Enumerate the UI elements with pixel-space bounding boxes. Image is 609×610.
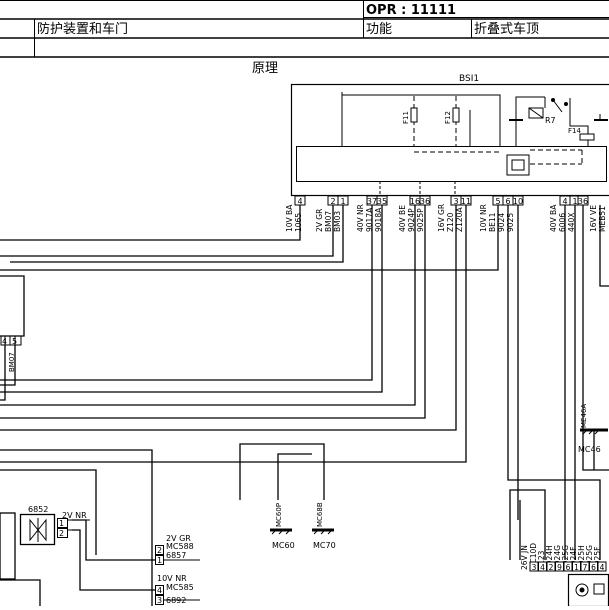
left-connector-wire-label: BM07	[8, 352, 16, 372]
wire-label: Z120	[446, 212, 455, 232]
ground-tag-mc60p: MC60P	[275, 503, 283, 527]
fuse-f14: F14	[568, 127, 581, 135]
component-6852-pin-2: 2	[59, 529, 64, 538]
bsi-pin-label: 3	[453, 197, 458, 206]
wire-label: BM07	[324, 211, 333, 232]
bsi-pin-label: 6	[505, 197, 510, 206]
bottom-right-pin-label: 4	[600, 563, 605, 572]
component-6852-pin-1: 1	[59, 519, 64, 528]
header-function-value: 折叠式车顶	[474, 21, 539, 37]
bsi-pin-label: 35	[377, 197, 387, 206]
ground-mc70	[312, 530, 334, 534]
left-connector-pin-5: 5	[12, 337, 17, 346]
relay-r7: R7	[545, 116, 556, 125]
lower-label-b1: MC585	[166, 583, 194, 592]
wire-bundle	[0, 205, 609, 606]
ground-tag-mc68b: MC68B	[316, 502, 324, 527]
lower-connector-pin-4: 4	[157, 586, 162, 595]
bsi-pin-label: 36	[578, 197, 588, 206]
ground-name-mc46: MC46	[578, 445, 601, 454]
lower-connector-pin-3: 3	[157, 596, 162, 605]
wire-label: 2V GR	[315, 209, 324, 232]
wire-label: 10V BA	[285, 204, 294, 232]
section-title: 原理	[252, 61, 278, 76]
lower-label-a1: MC588	[166, 542, 194, 551]
bottom-right-component	[569, 575, 609, 607]
bottom-right-pin-label: 1	[574, 563, 579, 572]
wire-label: BE11	[488, 212, 497, 232]
fuse-f11: F11	[402, 111, 410, 124]
wire-label: 16V VE	[589, 205, 598, 232]
component-6852-wire: 2V NR	[62, 511, 87, 520]
wire-label: 16V GR	[437, 204, 446, 232]
lower-label-a2: 6857	[166, 551, 186, 560]
bsi-pin-label: 1	[572, 197, 577, 206]
lower-label-b2: 6892	[166, 596, 186, 605]
bsi-pin-label: 11	[461, 197, 471, 206]
wire-label: 9025P	[416, 208, 425, 232]
bsi-pin-label: 37	[367, 197, 377, 206]
bsi-pin-label: 1	[340, 197, 345, 206]
bsi-pin-label: 4	[562, 197, 567, 206]
lower-connector-pin-2: 2	[157, 546, 162, 555]
bottom-right-wire: 26V JN	[520, 545, 529, 570]
lower-connector-pin-1: 1	[157, 556, 162, 565]
bottom-right-pin-label: 3	[532, 563, 537, 572]
wire-label: BM03	[333, 211, 342, 232]
bsi-pin-label: 36	[420, 197, 430, 206]
header-category: 防护装置和车门	[37, 21, 128, 37]
component-6852	[0, 513, 90, 579]
bottom-right-pin-label: 9	[557, 563, 562, 572]
bottom-right-pin-label: 2	[549, 563, 554, 572]
left-connector-pin-4: 4	[2, 337, 7, 346]
fuse-f12: F12	[444, 111, 452, 124]
wire-label: 40V BA	[549, 204, 558, 232]
ground-mc60	[270, 530, 292, 534]
wire-label: 10V NR	[479, 204, 488, 232]
component-6852-code: 6852	[28, 505, 48, 514]
bsi-pin-label: 5	[495, 197, 500, 206]
lower-wire-b: 10V NR	[157, 574, 187, 583]
ground-name-mc60: MC60	[272, 541, 295, 550]
bottom-right-pin-label: 6	[591, 563, 596, 572]
bsi-pin-label: 2	[330, 197, 335, 206]
bsi-pin-label: 10	[513, 197, 523, 206]
bottom-right-pin-label: 7	[583, 563, 588, 572]
bsi-code: BSI1	[459, 74, 479, 84]
ground-name-mc70: MC70	[313, 541, 336, 550]
wire-label: 1065	[294, 213, 303, 232]
opr-code: OPR : 11111	[366, 3, 456, 18]
bottom-right-pin-label: 4	[540, 563, 545, 572]
ground-tag-me46a: ME46A	[580, 404, 588, 428]
wire-label: 40V BE	[398, 205, 407, 232]
bottom-right-pin-label: 6	[566, 563, 571, 572]
header-function-label: 功能	[366, 22, 392, 37]
wire-label: 40V NR	[356, 204, 365, 232]
bsi-unit	[292, 85, 609, 197]
wire-label: 6006	[558, 213, 567, 232]
bsi-pin-label: 4	[297, 197, 302, 206]
bsi-pin-label: 16	[410, 197, 420, 206]
